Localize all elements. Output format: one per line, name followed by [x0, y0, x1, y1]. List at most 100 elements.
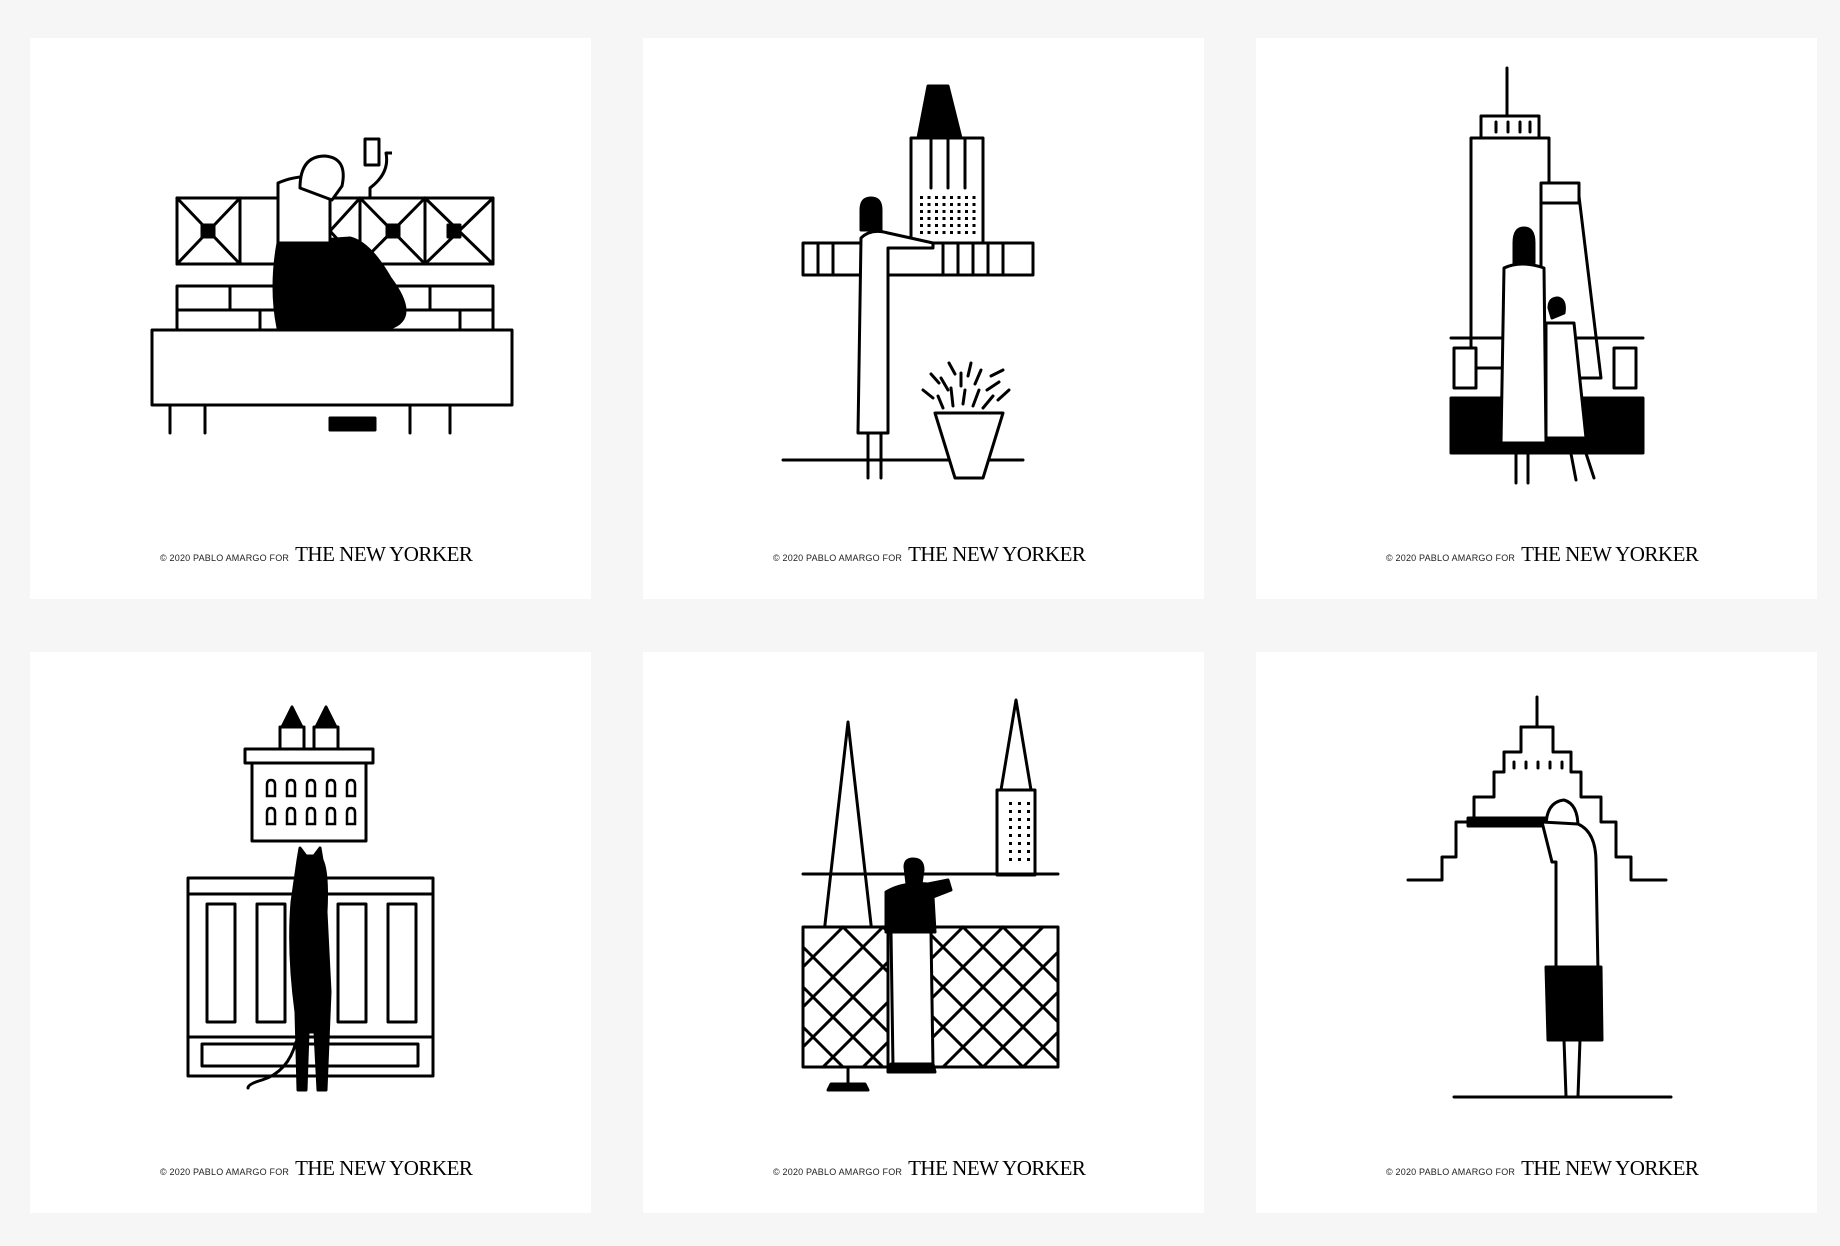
- window-dot: [942, 231, 946, 234]
- window-dot: [965, 224, 968, 227]
- woman-and-child-skyscraper-illustration: [1449, 66, 1645, 485]
- window-dot: [920, 231, 923, 234]
- credit-line: © 2020 PABLO AMARGO FOR THE NEW YORKER: [160, 542, 473, 567]
- window-dot: [957, 231, 961, 234]
- window-dot: [957, 196, 961, 199]
- arched-window: [265, 778, 277, 798]
- credit-line: © 2020 PABLO AMARGO FOR THE NEW YORKER: [773, 1156, 1086, 1181]
- arched-window: [345, 806, 357, 826]
- window-dot: [957, 217, 961, 220]
- spire-windows: [1009, 802, 1030, 861]
- illustration-panel-2[interactable]: © 2020 PABLO AMARGO FOR THE NEW YORKER: [643, 38, 1204, 599]
- arched-window: [305, 778, 317, 798]
- arched-window: [345, 778, 357, 798]
- new-yorker-logo: THE NEW YORKER: [295, 542, 473, 566]
- new-yorker-logo: THE NEW YORKER: [1521, 1156, 1699, 1180]
- illustration-panel-4[interactable]: © 2020 PABLO AMARGO FOR THE NEW YORKER: [30, 652, 591, 1213]
- window-dot: [1018, 858, 1021, 861]
- copyright-credit: © 2020 PABLO AMARGO FOR: [773, 553, 903, 563]
- window-dot: [972, 196, 976, 199]
- illustration-panel-1[interactable]: © 2020 PABLO AMARGO FOR THE NEW YORKER: [30, 38, 591, 599]
- window-dot: [935, 217, 938, 220]
- copyright-credit: © 2020 PABLO AMARGO FOR: [1386, 553, 1516, 563]
- window-dot: [1009, 834, 1012, 837]
- window-dot: [957, 203, 961, 206]
- window-dots: [920, 196, 976, 234]
- plant-leaves: [921, 361, 1011, 410]
- window-dot: [942, 203, 946, 206]
- window-dot: [972, 217, 976, 220]
- window-dot: [927, 196, 931, 199]
- credit-line: © 2020 PABLO AMARGO FOR THE NEW YORKER: [1386, 1156, 1699, 1181]
- window-dot: [965, 196, 968, 199]
- new-yorker-logo: THE NEW YORKER: [908, 542, 1086, 566]
- arched-window: [265, 806, 277, 826]
- new-yorker-logo: THE NEW YORKER: [908, 1156, 1086, 1180]
- window-dot: [950, 217, 953, 220]
- window-dot: [935, 203, 938, 206]
- window-dot: [1018, 826, 1021, 829]
- window-dot: [920, 224, 923, 227]
- window-dot: [1009, 818, 1012, 821]
- window-dot: [965, 231, 968, 234]
- window-dot: [1009, 810, 1012, 813]
- illustration-panel-3[interactable]: © 2020 PABLO AMARGO FOR THE NEW YORKER: [1256, 38, 1817, 599]
- window-dot: [1027, 858, 1030, 861]
- window-dot: [942, 196, 946, 199]
- window-dot: [920, 217, 923, 220]
- illustration-panel-6[interactable]: © 2020 PABLO AMARGO FOR THE NEW YORKER: [1256, 652, 1817, 1213]
- window-dot: [957, 224, 961, 227]
- arched-window: [285, 778, 297, 798]
- copyright-credit: © 2020 PABLO AMARGO FOR: [160, 1167, 290, 1177]
- cat-at-window-illustration: [186, 705, 435, 1092]
- window-dot: [1009, 826, 1012, 829]
- copyright-credit: © 2020 PABLO AMARGO FOR: [773, 1167, 903, 1177]
- window-dot: [1027, 826, 1030, 829]
- illustration-panel-5[interactable]: © 2020 PABLO AMARGO FOR THE NEW YORKER: [643, 652, 1204, 1213]
- window-dot: [927, 210, 931, 213]
- window-dot: [957, 210, 961, 213]
- window-dot: [1018, 818, 1021, 821]
- window-dot: [1009, 850, 1012, 853]
- new-yorker-logo: THE NEW YORKER: [1521, 542, 1699, 566]
- window-dot: [920, 196, 923, 199]
- window-dot: [927, 224, 931, 227]
- window-dot: [927, 203, 931, 206]
- window-dot: [1027, 802, 1030, 805]
- window-dot: [950, 196, 953, 199]
- arched-window: [325, 806, 337, 826]
- window-dot: [942, 224, 946, 227]
- building-windows: [265, 778, 357, 826]
- window-dot: [972, 203, 976, 206]
- copyright-credit: © 2020 PABLO AMARGO FOR: [160, 553, 290, 563]
- window-dot: [1027, 818, 1030, 821]
- window-dot: [935, 231, 938, 234]
- window-dot: [927, 217, 931, 220]
- window-dot: [1009, 842, 1012, 845]
- window-dot: [920, 203, 923, 206]
- woman-at-balcony-illustration: [781, 84, 1035, 480]
- window-dot: [950, 224, 953, 227]
- window-dot: [1027, 810, 1030, 813]
- window-dot: [1018, 842, 1021, 845]
- credit-line: © 2020 PABLO AMARGO FOR THE NEW YORKER: [160, 1156, 473, 1181]
- window-dot: [942, 210, 946, 213]
- window-dot: [935, 210, 938, 213]
- arched-window: [285, 806, 297, 826]
- window-dot: [927, 231, 931, 234]
- window-dot: [965, 203, 968, 206]
- window-dot: [950, 203, 953, 206]
- window-dot: [935, 196, 938, 199]
- window-dot: [950, 231, 953, 234]
- window-dot: [1018, 810, 1021, 813]
- credit-line: © 2020 PABLO AMARGO FOR THE NEW YORKER: [1386, 542, 1699, 567]
- window-dot: [1018, 802, 1021, 805]
- window-dot: [1018, 850, 1021, 853]
- new-yorker-logo: THE NEW YORKER: [295, 1156, 473, 1180]
- window-dot: [965, 217, 968, 220]
- window-dot: [1027, 834, 1030, 837]
- window-dot: [972, 224, 976, 227]
- window-dot: [1018, 834, 1021, 837]
- woman-and-stepped-building-illustration: [1406, 695, 1673, 1099]
